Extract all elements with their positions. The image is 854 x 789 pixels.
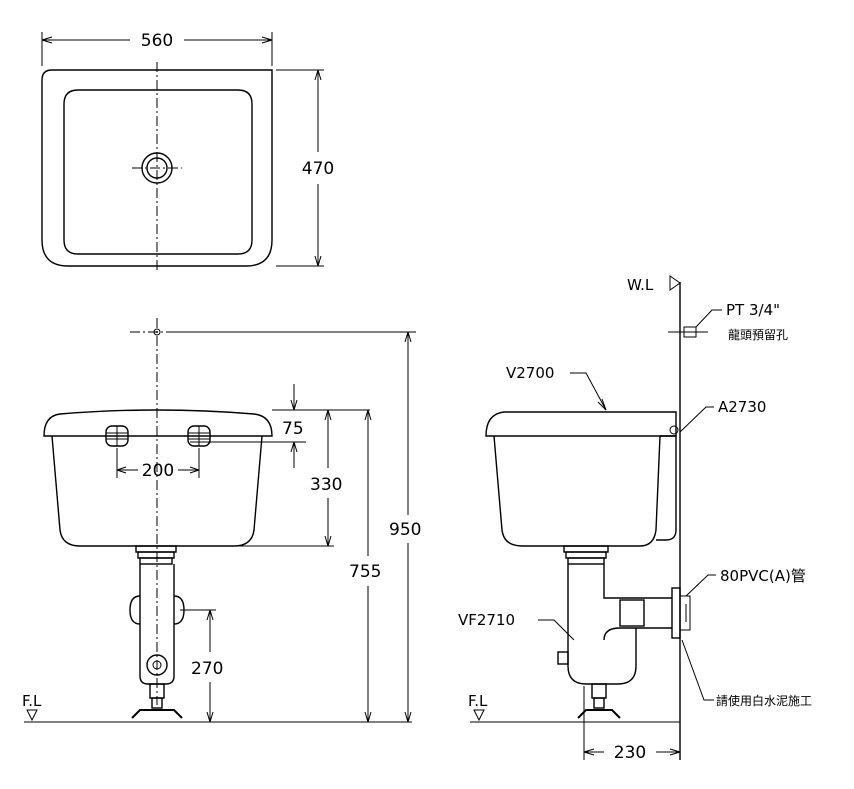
basin-model-label: V2700 bbox=[506, 364, 554, 382]
trap-model-label: VF2710 bbox=[458, 611, 515, 629]
dim-wall-offset: 230 bbox=[614, 743, 646, 763]
basin-inner-top bbox=[63, 89, 253, 255]
dim-rim-thickness: 75 bbox=[282, 419, 304, 439]
dim-faucet-height: 950 bbox=[389, 520, 421, 540]
faucet-connector-right bbox=[187, 425, 211, 447]
dim-depth: 470 bbox=[302, 159, 334, 179]
basin-rim-front bbox=[43, 409, 273, 437]
faucet-connector-left bbox=[105, 425, 129, 447]
basin-rim-side bbox=[485, 411, 677, 437]
cement-note: 請使用白水泥施工 bbox=[716, 693, 812, 708]
wall-flange bbox=[671, 587, 681, 639]
water-line-label: W.L bbox=[627, 276, 654, 294]
bracket-model-label: A2730 bbox=[718, 398, 766, 416]
floor-marker-front bbox=[26, 709, 38, 722]
water-line-marker bbox=[669, 275, 681, 291]
dim-bowl-depth: 330 bbox=[310, 475, 342, 495]
trap-side bbox=[557, 545, 672, 719]
top-view: 560 470 bbox=[41, 31, 334, 272]
trap-front bbox=[129, 545, 185, 719]
dim-faucet-spacing: 200 bbox=[142, 461, 174, 481]
faucet-hole-note: 龍頭預留孔 bbox=[728, 327, 788, 342]
front-view: 200 F.L 75 330 bbox=[22, 318, 421, 723]
dim-drain-height: 270 bbox=[191, 659, 223, 679]
side-view: W.L PT 3/4" 龍頭預留孔 V2700 A2730 bbox=[458, 275, 812, 763]
faucet-hole-marker bbox=[153, 328, 161, 336]
dim-width: 560 bbox=[141, 31, 173, 51]
drain-pipe-label: 80PVC(A)管 bbox=[720, 567, 806, 585]
wall-bracket bbox=[656, 435, 677, 541]
floor-marker-side bbox=[473, 709, 485, 722]
floor-label-side: F.L bbox=[468, 692, 488, 710]
basin-outline-top bbox=[41, 69, 273, 267]
dim-rim-height: 755 bbox=[349, 562, 381, 582]
basin-body-side bbox=[493, 435, 661, 547]
floor-label-front: F.L bbox=[22, 692, 42, 710]
pipe-thread-label: PT 3/4" bbox=[726, 301, 780, 319]
